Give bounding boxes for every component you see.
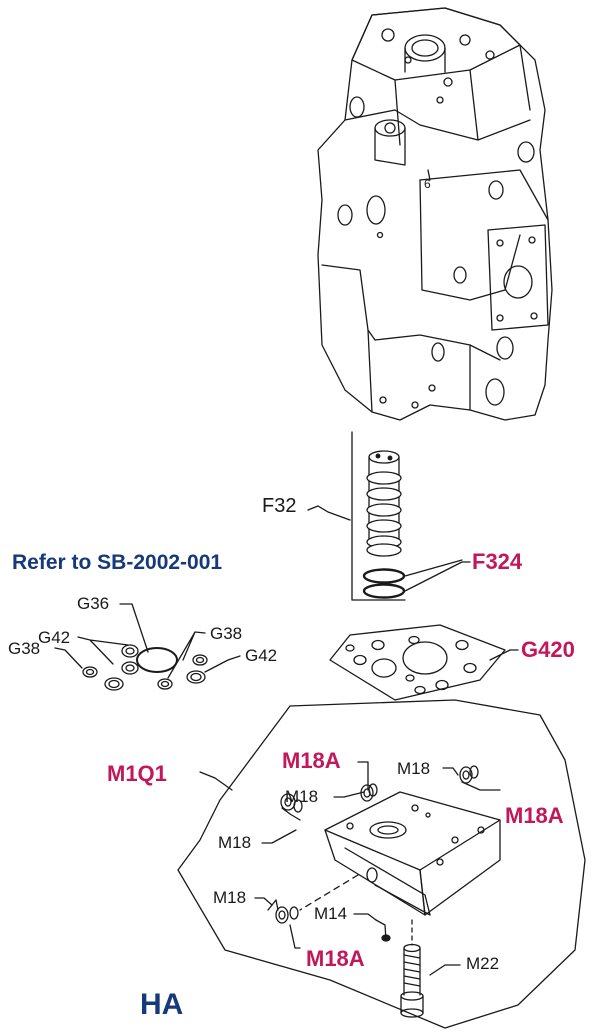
gasket-plate [329,624,519,701]
label-m18-upper-right: M18 [397,759,431,778]
spool-group [307,431,471,601]
label-m18-lower-left: M18 [213,888,247,907]
pump-housing: 6 [317,7,553,421]
label-m18-upper-left: M18 [285,787,319,806]
seal-kit [54,603,241,691]
label-g42-left: G42 [38,628,71,647]
label-g36: G36 [77,594,110,613]
label-f32: F32 [262,495,297,517]
label-m18a-bottom: M18A [306,946,365,971]
label-g42-right: G42 [245,646,278,665]
label-m14: M14 [314,904,348,923]
reference-note: Refer to SB-2002-001 [12,551,223,574]
label-g38-left: G38 [8,639,41,658]
label-m18-mid-left: M18 [218,833,252,852]
label-m18a-top: M18A [282,748,341,773]
label-m22: M22 [466,954,500,973]
label-f324: F324 [472,549,523,574]
label-m18a-right: M18A [505,803,564,828]
section-title: HA [140,988,184,1021]
label-g420: G420 [521,637,575,662]
control-module [177,699,586,1029]
label-m1q1: M1Q1 [107,761,167,786]
svg-text:6: 6 [424,177,431,191]
label-g38-right: G38 [210,624,243,643]
